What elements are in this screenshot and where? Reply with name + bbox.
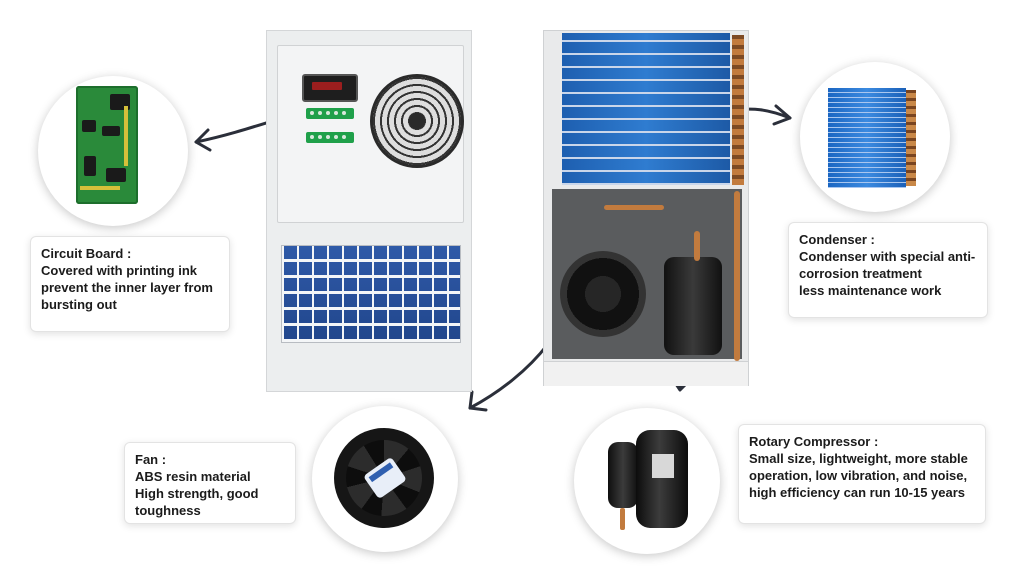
condenser-line-2: corrosion treatment	[799, 266, 922, 281]
circuit-board-line-1: Covered with printing ink	[41, 263, 198, 278]
condenser-title: Condenser :	[799, 232, 875, 247]
fan-callout: Fan : ABS resin material High strength, …	[124, 442, 296, 524]
circuit-board-inset	[38, 76, 188, 226]
compressor-line-1: Small size, lightweight, more stable	[749, 451, 968, 466]
condenser-line-3: less maintenance work	[799, 283, 942, 298]
circuit-board-callout: Circuit Board : Covered with printing in…	[30, 236, 230, 332]
arrow-to-fan	[468, 342, 550, 410]
compressor-pipe	[620, 508, 625, 530]
compressor	[664, 257, 722, 355]
circuit-board-line-2: prevent the inner layer from	[41, 280, 213, 295]
copper-pipe-3	[604, 205, 664, 210]
compressor-shell	[636, 430, 688, 528]
compressor-line-2: operation, low vibration, and noise,	[749, 468, 968, 483]
terminal-block-bottom	[306, 132, 354, 143]
condenser-coil-icon	[828, 88, 906, 188]
blower-fan	[560, 251, 646, 337]
condenser-coil	[562, 33, 730, 185]
condenser-line-1: Condenser with special anti-	[799, 249, 976, 264]
circuit-board-line-3: bursting out	[41, 297, 117, 312]
fan-title: Fan :	[135, 452, 167, 467]
copper-header	[732, 35, 744, 185]
condenser-callout: Condenser : Condenser with special anti-…	[788, 222, 988, 318]
copper-pipe-2	[734, 191, 740, 361]
compressor-line-3: high efficiency can run 10-15 years	[749, 485, 966, 500]
compressor-label	[652, 454, 674, 478]
condenser-copper-header	[906, 90, 916, 186]
compressor-callout: Rotary Compressor : Small size, lightwei…	[738, 424, 986, 524]
fan-inset	[312, 406, 458, 552]
fan-line-1: ABS resin material	[135, 469, 251, 484]
copper-pipe-1	[694, 231, 700, 261]
temperature-display	[302, 74, 358, 102]
circuit-board-icon	[76, 86, 138, 204]
compressor-title: Rotary Compressor :	[749, 434, 879, 449]
arrow-head-fan	[468, 390, 488, 412]
circuit-board-title: Circuit Board :	[41, 246, 132, 261]
base-plate	[544, 361, 748, 386]
ac-unit-front-panel	[266, 30, 472, 392]
fan-line-3: toughness	[135, 503, 201, 518]
rotary-compressor-icon	[608, 442, 638, 508]
arrow-head-condenser	[772, 104, 792, 126]
control-plate	[277, 45, 464, 223]
condenser-inset	[800, 62, 950, 212]
arrow-head-circuit-board	[194, 128, 212, 152]
evaporator-coil-grid	[281, 245, 461, 343]
compressor-inset	[574, 408, 720, 554]
terminal-block-top	[306, 108, 354, 119]
fan-line-2: High strength, good	[135, 486, 259, 501]
ac-unit-internal-view	[543, 30, 749, 386]
front-fan-grille	[370, 74, 464, 168]
